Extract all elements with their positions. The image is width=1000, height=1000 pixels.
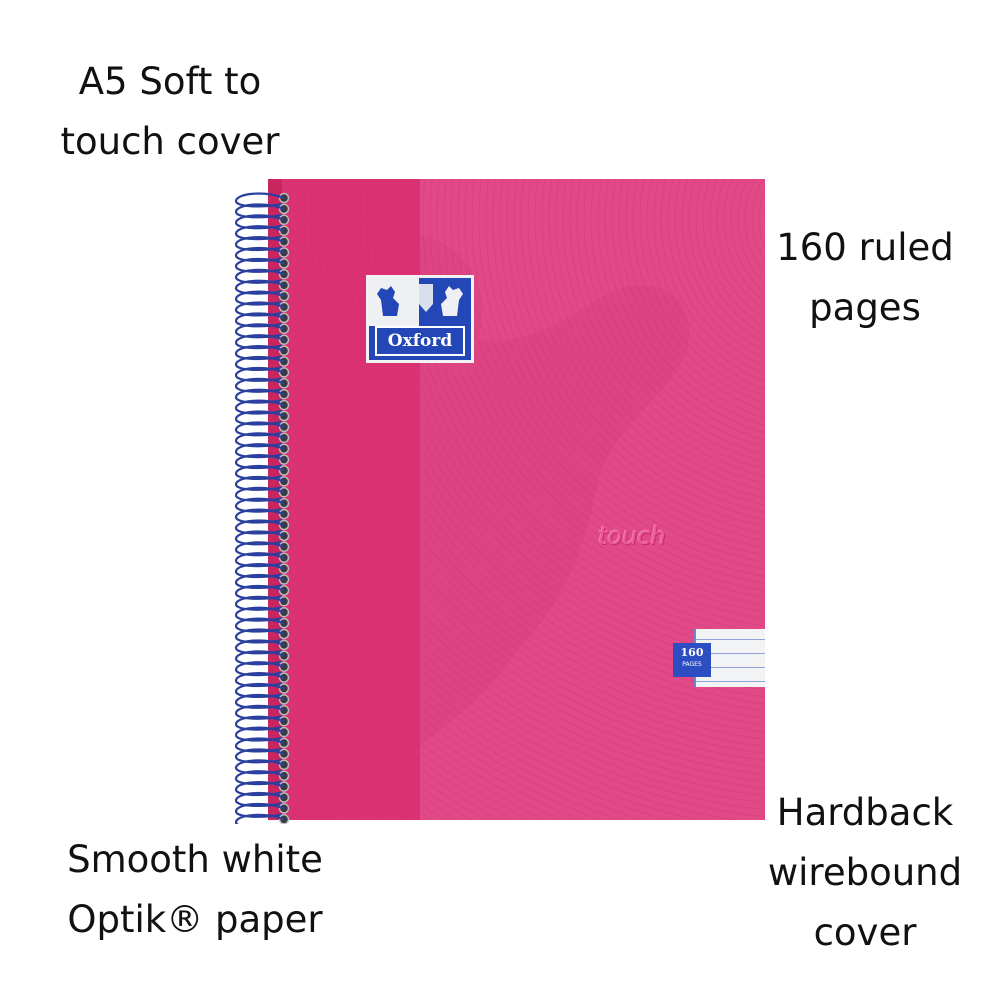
label-line: pages (809, 286, 921, 329)
label-line: wirebound (767, 851, 963, 894)
label-line: Hardback (776, 791, 954, 834)
badge-number: 160 (680, 646, 704, 659)
lion-crest-right-icon (419, 278, 471, 326)
label-line: A5 Soft to (78, 60, 262, 103)
page-count-badge: 160 PAGES (673, 643, 711, 677)
label-line: touch cover (60, 120, 280, 163)
notebook-cover: Oxford touch 160 PAGES (268, 179, 765, 820)
wire-spiral-icon (234, 192, 290, 824)
label-line: cover (813, 911, 917, 954)
feature-label-binding: Hardback wirebound cover (740, 783, 990, 963)
label-line: 160 ruled (776, 226, 954, 269)
touch-emboss: touch (598, 522, 666, 550)
badge-unit: PAGES (682, 661, 702, 668)
label-line: Optik® paper (67, 898, 323, 941)
brand-wordmark: Oxford (375, 326, 465, 356)
feature-label-paper: Smooth white Optik® paper (30, 830, 360, 950)
feature-label-pages: 160 ruled pages (740, 218, 990, 338)
oxford-logo: Oxford (366, 275, 474, 363)
notebook-image: Oxford touch 160 PAGES (222, 176, 770, 824)
lion-crest-left-icon (369, 278, 419, 326)
feature-label-cover: A5 Soft to touch cover (20, 52, 320, 172)
label-line: Smooth white (67, 838, 323, 881)
